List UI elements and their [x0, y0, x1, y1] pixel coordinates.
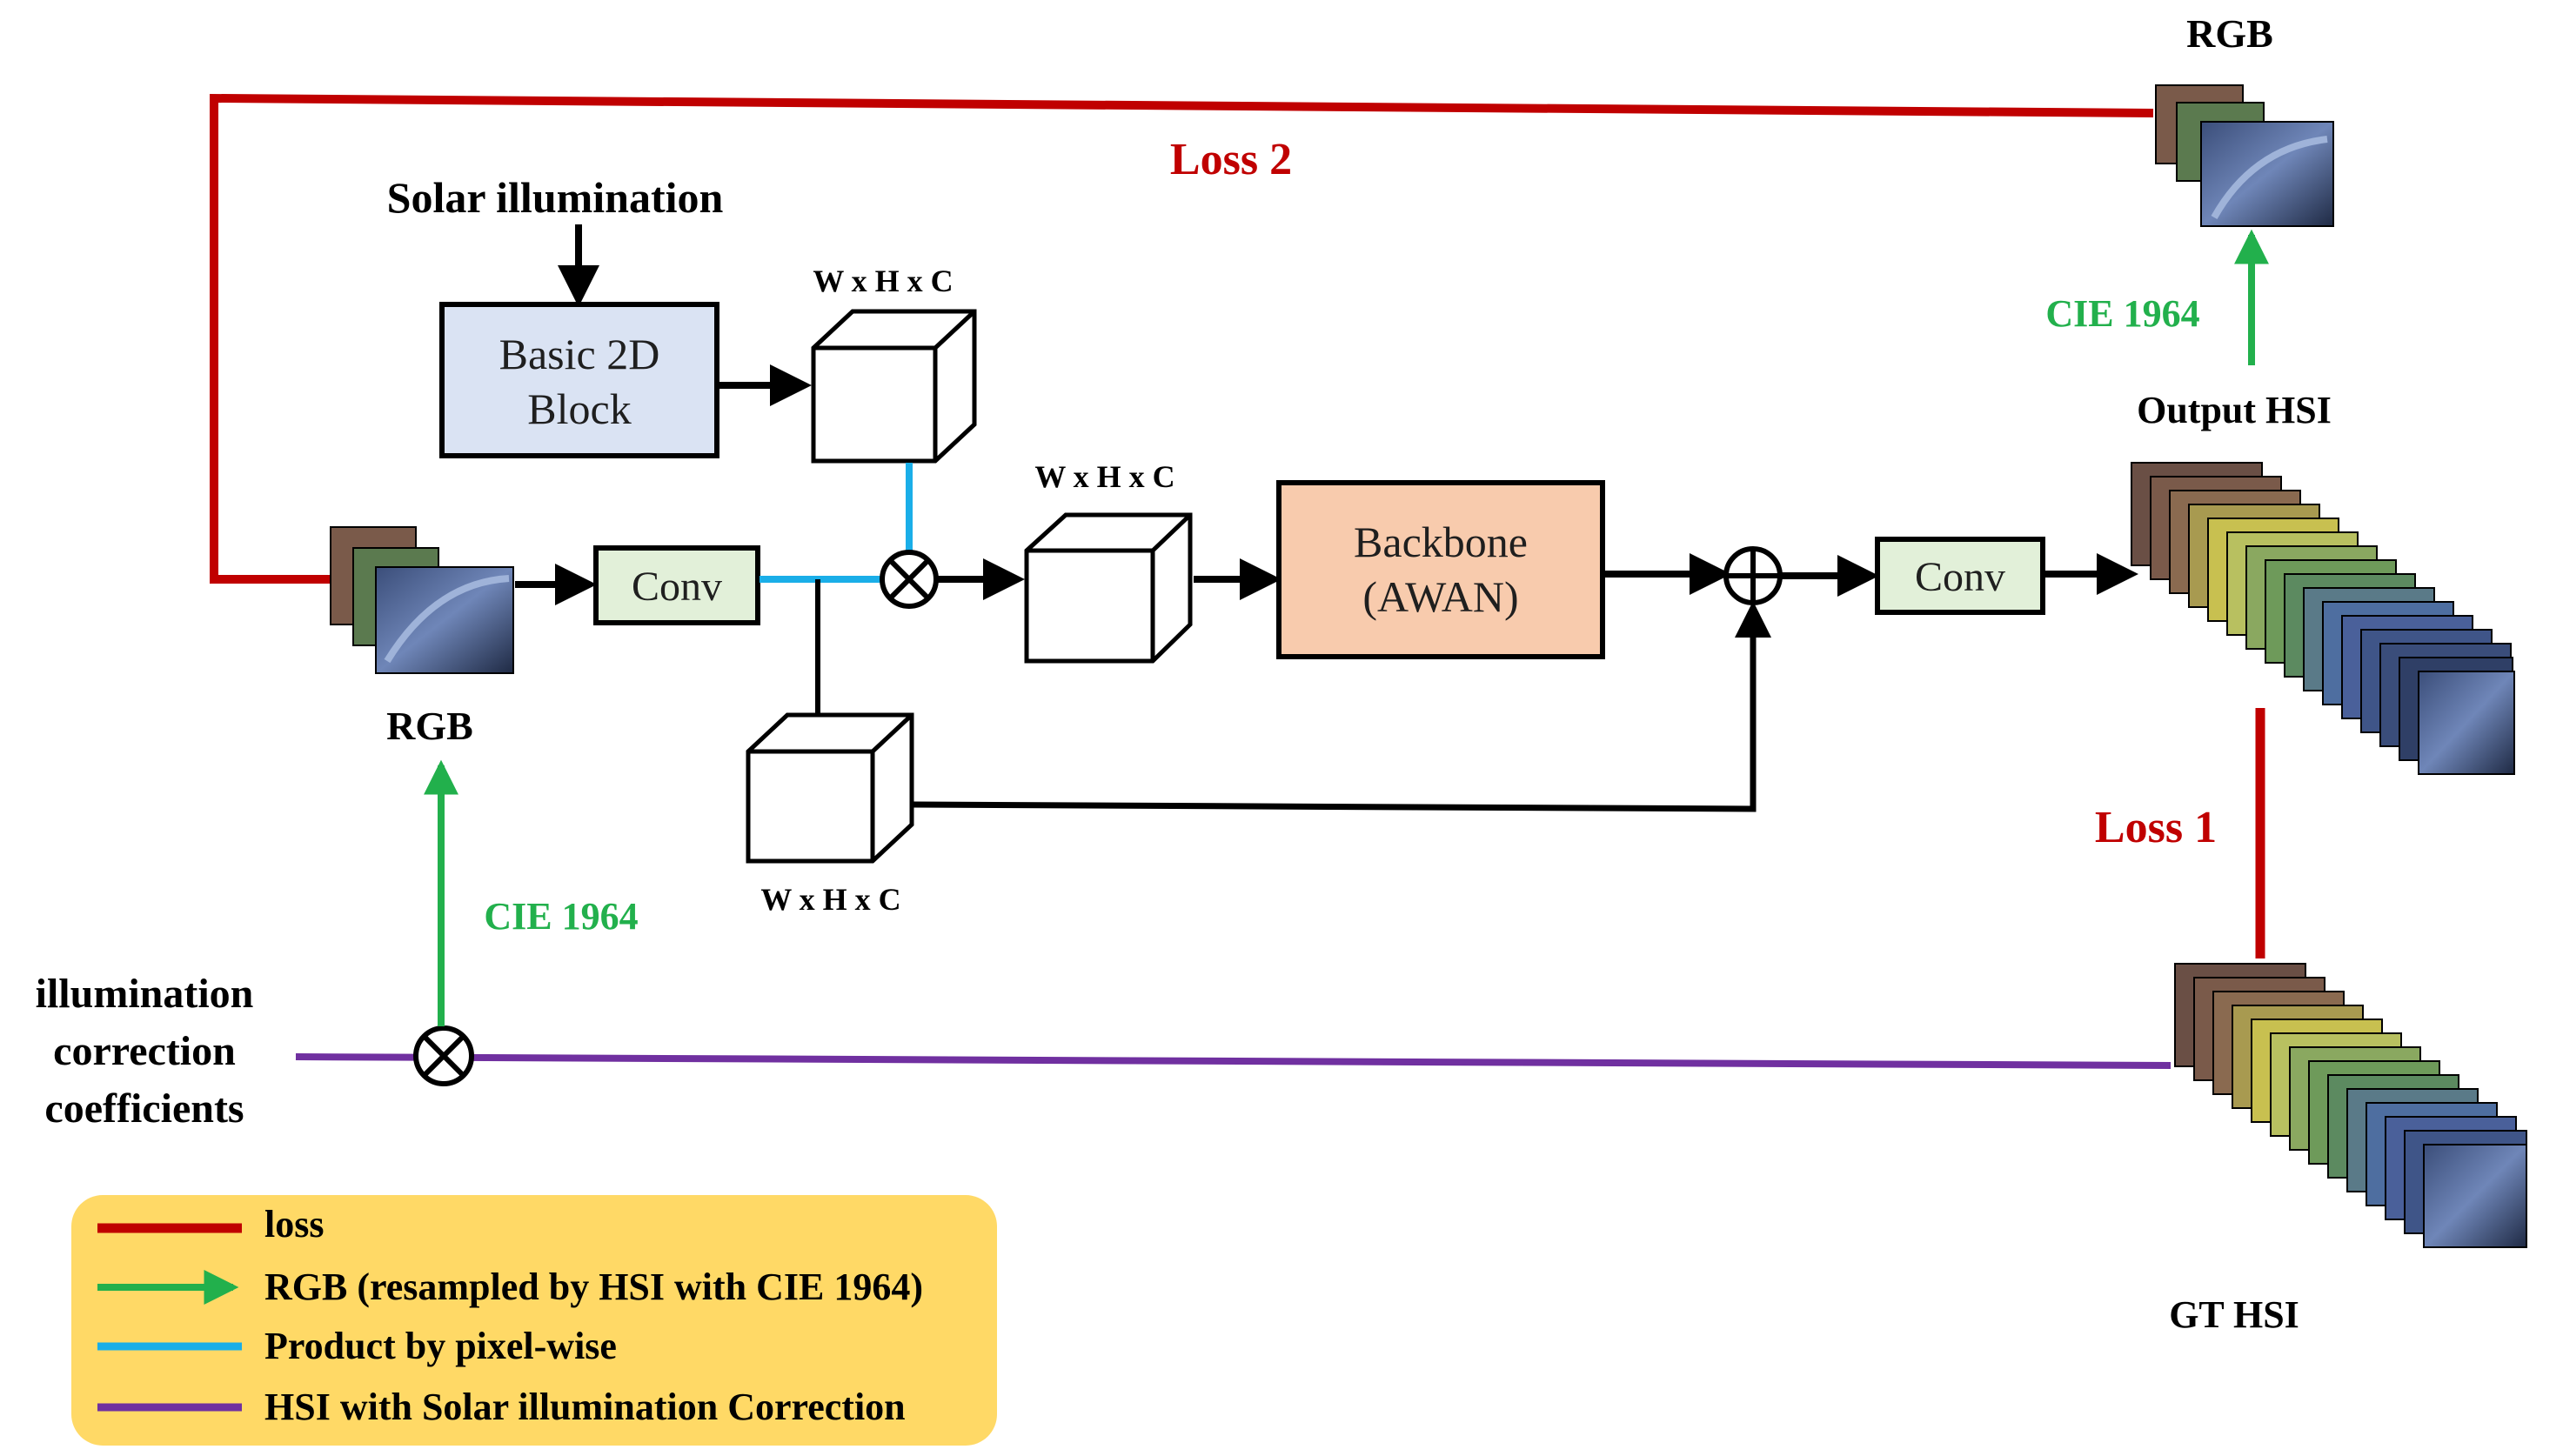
- output-hsi-label: Output HSI: [2137, 389, 2332, 431]
- cie-left-label: CIE 1964: [484, 895, 638, 938]
- feature-cube-low-icon: [746, 712, 914, 864]
- dim-basic-label: W x H x C: [813, 264, 953, 298]
- basic-2d-block: [439, 302, 719, 458]
- rgb-input-image-stack-icon: [330, 526, 514, 674]
- backbone-block: [1276, 480, 1605, 659]
- gt-hsi-label: GT HSI: [2169, 1293, 2299, 1336]
- conv-right-label: Conv: [1915, 554, 2005, 600]
- skip-connection-arrow: [913, 601, 1771, 812]
- feature-cube-top-icon: [811, 309, 977, 464]
- feature-cube-mid-icon: [1024, 512, 1193, 664]
- illum-label-line3: coefficients: [44, 1085, 244, 1132]
- dim-low-label: W x H x C: [760, 882, 900, 917]
- loss2-label: Loss 2: [1170, 135, 1292, 184]
- loss1-label: Loss 1: [2095, 803, 2217, 852]
- rgb-input-label: RGB: [386, 704, 473, 748]
- basic-2d-block-line1: Basic 2D: [499, 330, 660, 378]
- backbone-line2: (AWAN): [1362, 572, 1518, 621]
- rgb-output-image-stack-icon: [2155, 84, 2334, 227]
- illum-correction-line: [295, 1053, 2172, 1069]
- gt-hsi-image-stack-icon: [2174, 963, 2527, 1248]
- legend-label-rgb: RGB (resampled by HSI with CIE 1964): [264, 1266, 923, 1308]
- legend-label-loss: loss: [264, 1203, 324, 1246]
- illum-multiply-circle-icon: [413, 1025, 474, 1086]
- cie-top-label: CIE 1964: [2045, 292, 2199, 335]
- rgb-top-label: RGB: [2186, 11, 2273, 56]
- legend-box: [71, 1195, 997, 1446]
- output-hsi-image-stack-icon: [2131, 462, 2515, 775]
- multiply-circle-icon: [880, 550, 939, 609]
- solar-illumination-label: Solar illumination: [387, 173, 724, 222]
- legend-label-illum: HSI with Solar illumination Correction: [264, 1386, 906, 1428]
- legend: loss RGB (resampled by HSI with CIE 1964…: [71, 1195, 997, 1446]
- dim-mid-label: W x H x C: [1034, 459, 1174, 494]
- loss2-line: [210, 93, 2154, 584]
- illum-label-line2: correction: [53, 1028, 236, 1074]
- basic-2d-block-line2: Block: [527, 384, 631, 433]
- backbone-line1: Backbone: [1354, 518, 1528, 566]
- conv-left-block: [593, 545, 760, 625]
- plus-circle-icon: [1723, 546, 1783, 605]
- illum-label-line1: illumination: [36, 971, 254, 1017]
- conv-left-label: Conv: [632, 564, 722, 610]
- legend-label-pixelwise: Product by pixel-wise: [264, 1325, 617, 1367]
- conv-right-block: [1875, 537, 2045, 615]
